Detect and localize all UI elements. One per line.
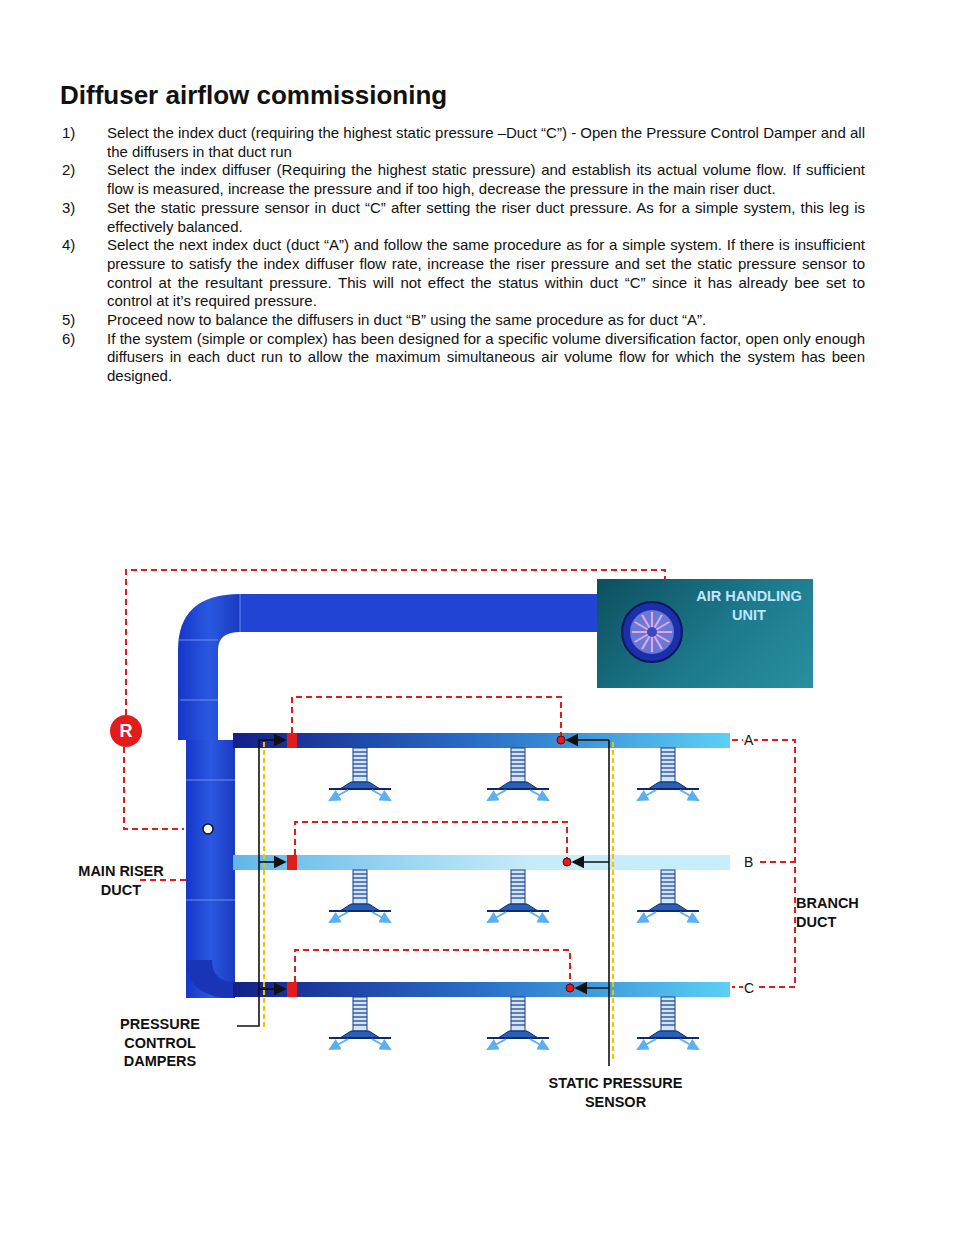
controller-circle: R [110, 715, 142, 747]
step-item: 2)Select the index diffuser (Requiring t… [62, 161, 865, 198]
step-text: Proceed now to balance the diffusers in … [107, 311, 865, 330]
step-text: Select the next index duct (duct “A”) an… [107, 236, 865, 311]
duct-letter: C [743, 980, 755, 996]
step-item: 5)Proceed now to balance the diffusers i… [62, 311, 865, 330]
step-number: 2) [62, 161, 107, 198]
step-text: Select the index diffuser (Requiring the… [107, 161, 865, 198]
step-text: Select the index duct (requiring the hig… [107, 124, 865, 161]
duct-letter: B [743, 854, 754, 870]
step-number: 5) [62, 311, 107, 330]
step-text: Set the static pressure sensor in duct “… [107, 199, 865, 236]
step-item: 4)Select the next index duct (duct “A”) … [62, 236, 865, 311]
step-item: 6)If the system (simple or complex) has … [62, 330, 865, 386]
branch-label: BRANCH DUCT [796, 894, 876, 931]
step-number: 1) [62, 124, 107, 161]
step-item: 3)Set the static pressure sensor in duct… [62, 199, 865, 236]
riser-label: MAIN RISER DUCT [62, 862, 180, 899]
page-title: Diffuser airflow commissioning [60, 80, 447, 111]
controller-letter: R [110, 715, 142, 747]
damper-label: PRESSURE CONTROL DAMPERS [106, 1015, 214, 1071]
fan-symbol [617, 597, 687, 667]
air-handling-unit: AIR HANDLING UNIT [597, 579, 813, 688]
step-number: 4) [62, 236, 107, 311]
step-list: 1)Select the index duct (requiring the h… [62, 124, 865, 386]
step-text: If the system (simple or complex) has be… [107, 330, 865, 386]
step-number: 3) [62, 199, 107, 236]
step-item: 1)Select the index duct (requiring the h… [62, 124, 865, 161]
duct-letter: A [743, 732, 754, 748]
control-signal-line [126, 570, 665, 715]
sensor-label: STATIC PRESSURE SENSOR [528, 1074, 703, 1111]
unit-label: AIR HANDLING UNIT [685, 587, 813, 625]
step-number: 6) [62, 330, 107, 386]
